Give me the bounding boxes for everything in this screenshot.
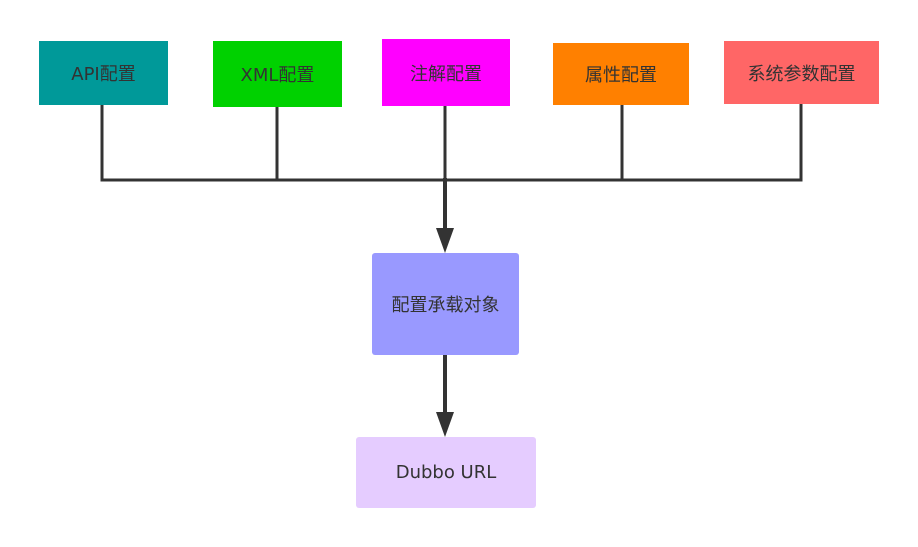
- config-carrier-object-label: 配置承载对象: [391, 295, 500, 316]
- xml-config-box: XML配置: [213, 41, 342, 107]
- config-carrier-object-box: 配置承载对象: [372, 253, 519, 355]
- arrowhead-to-url: [436, 412, 454, 437]
- dubbo-url-box: Dubbo URL: [356, 437, 536, 508]
- system-param-config-label: 系统参数配置: [747, 63, 856, 85]
- arrowhead-to-carrier: [436, 228, 454, 253]
- system-param-config-box: 系统参数配置: [724, 41, 879, 104]
- annotation-config-box: 注解配置: [382, 39, 510, 106]
- api-config-label: API配置: [71, 64, 136, 85]
- api-config-box: API配置: [39, 41, 168, 105]
- annotation-config-label: 注解配置: [410, 63, 482, 85]
- property-config-label: 属性配置: [585, 65, 657, 86]
- xml-config-label: XML配置: [240, 65, 315, 86]
- dubbo-url-label: Dubbo URL: [395, 462, 497, 483]
- property-config-box: 属性配置: [553, 43, 689, 105]
